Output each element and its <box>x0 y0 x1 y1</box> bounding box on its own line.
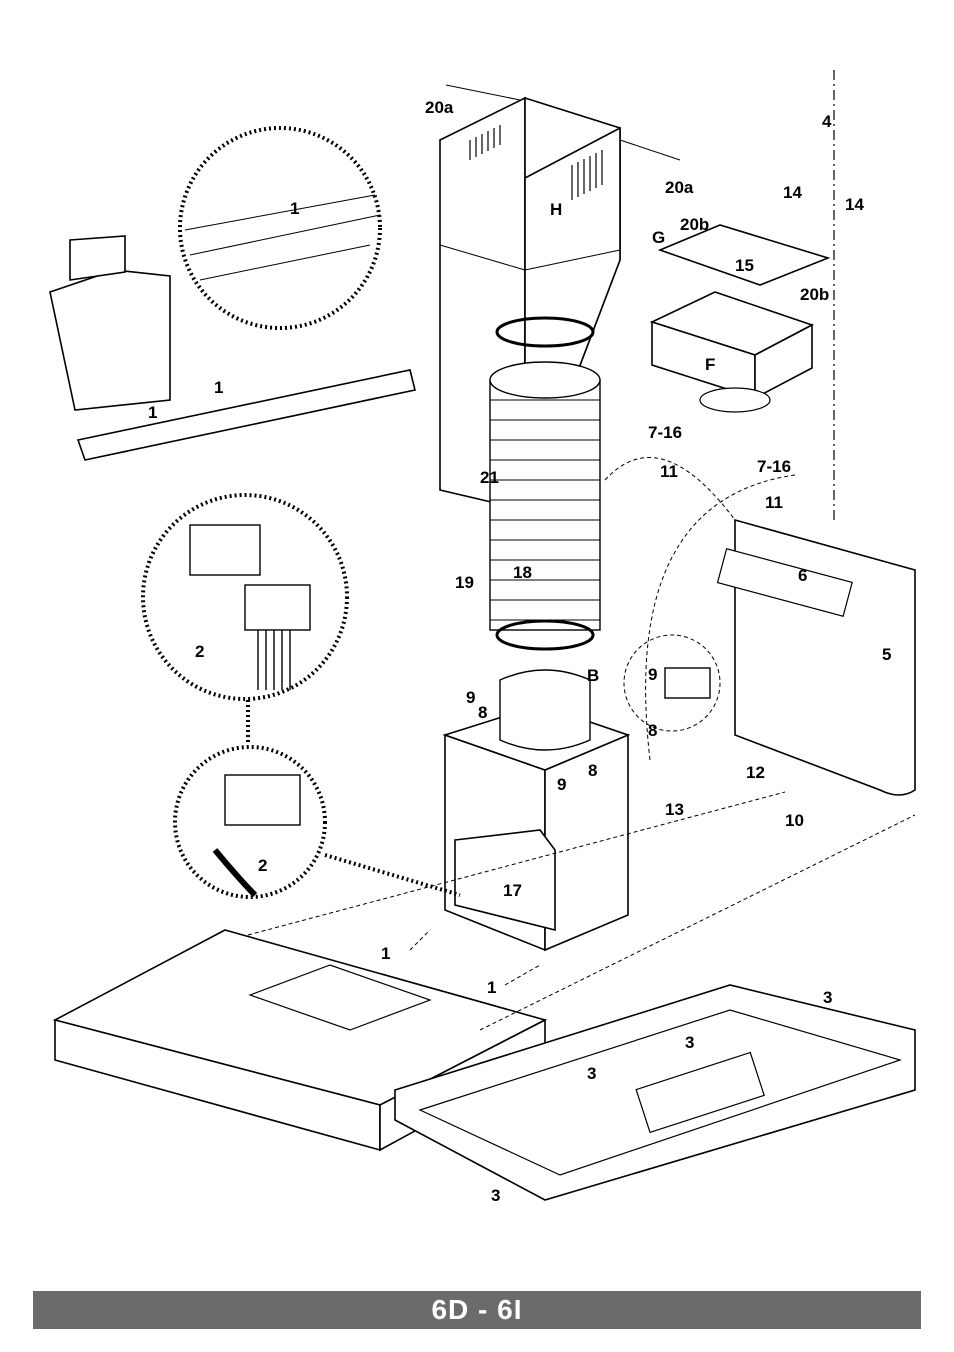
callout-8-bracket: 8 <box>648 721 657 740</box>
callout-1-panel-right: 1 <box>487 978 496 997</box>
callout-14-right: 14 <box>845 195 864 214</box>
callout-20a-right: 20a <box>665 178 694 197</box>
callout-3-top-right: 3 <box>823 988 832 1007</box>
callout-21: 21 <box>480 468 499 487</box>
callout-6: 6 <box>798 566 807 585</box>
callout-17: 17 <box>503 881 522 900</box>
box-f <box>649 224 831 413</box>
callout-3-bottom: 3 <box>491 1186 500 1205</box>
callout-20a-top: 20a <box>425 98 454 117</box>
hood-sketch-top-left <box>49 235 416 461</box>
detail-circle-bracket <box>623 634 721 732</box>
callout-7-16-left: 7-16 <box>648 423 682 442</box>
callout-labels: 20a 20a 4 14 14 H G 20b 15 20b F 1 1 1 7… <box>148 98 891 1205</box>
callout-11-left: 11 <box>660 462 678 481</box>
leader-lines <box>247 84 916 1031</box>
callout-11-right: 11 <box>765 493 783 512</box>
motor-housing <box>442 669 631 952</box>
callout-1-panel-left: 1 <box>381 944 390 963</box>
detail-circle-top <box>178 126 382 330</box>
main-hood <box>394 984 916 1201</box>
footer-title: 6D - 6I <box>431 1294 523 1325</box>
callout-3-mid: 3 <box>685 1033 694 1052</box>
callout-b: B <box>587 666 599 685</box>
callout-1-hood-left: 1 <box>148 403 157 422</box>
callout-20b-top: 20b <box>680 215 709 234</box>
flexible-duct <box>489 316 601 651</box>
bracket-part <box>664 667 711 699</box>
callout-13: 13 <box>665 800 684 819</box>
callout-8-left: 8 <box>478 703 487 722</box>
callout-9-bottom: 9 <box>557 775 566 794</box>
callout-10: 10 <box>785 811 804 830</box>
detail-circle-connector <box>141 493 349 701</box>
wall-plate <box>716 518 916 796</box>
callout-1-hood-right: 1 <box>214 378 223 397</box>
callout-2-connector: 2 <box>195 642 204 661</box>
callout-3-left: 3 <box>587 1064 596 1083</box>
callout-8-bottom: 8 <box>588 761 597 780</box>
callout-15: 15 <box>735 256 754 275</box>
callout-g: G <box>652 228 665 247</box>
callout-18: 18 <box>513 563 532 582</box>
callout-12: 12 <box>746 763 765 782</box>
callout-2-socket: 2 <box>258 856 267 875</box>
callout-20b-right: 20b <box>800 285 829 304</box>
callout-1-circle: 1 <box>290 199 299 218</box>
callout-9-left: 9 <box>466 688 475 707</box>
callout-7-16-right: 7-16 <box>757 457 791 476</box>
callout-h: H <box>550 200 562 219</box>
socket-to-box-arrow-line <box>324 853 461 897</box>
detail-circle-socket <box>173 745 327 899</box>
callout-f: F <box>705 355 715 374</box>
callout-5: 5 <box>882 645 891 664</box>
callout-4: 4 <box>822 112 832 131</box>
footer-bar: 6D - 6I <box>33 1291 921 1329</box>
callout-19: 19 <box>455 573 474 592</box>
callout-14-left: 14 <box>783 183 802 202</box>
callout-9-bracket: 9 <box>648 665 657 684</box>
